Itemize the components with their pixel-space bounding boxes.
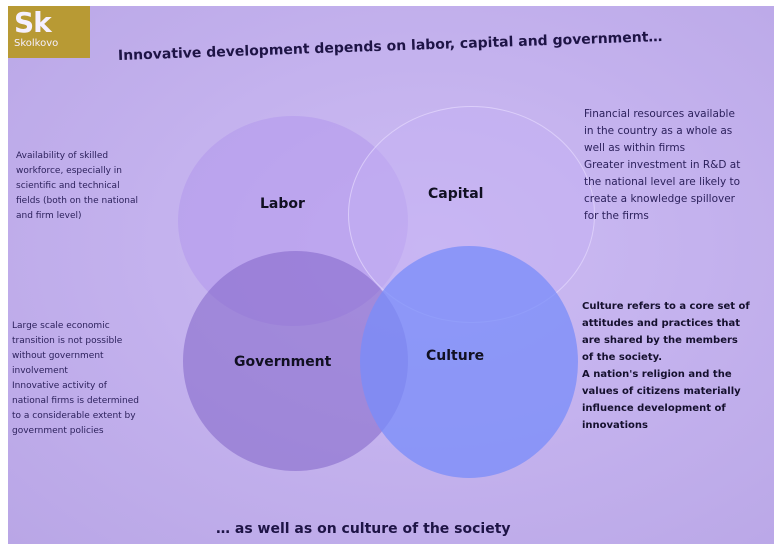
- culture-text-line: influence development of: [582, 403, 726, 414]
- culture-label: Culture: [426, 348, 485, 364]
- capital-text-line: Greater investment in R&D at: [584, 159, 741, 171]
- labor-text-line: fields (both on the national: [16, 196, 138, 206]
- culture-description: Culture refers to a core set of attitude…: [582, 298, 750, 434]
- culture-text-line: of the society.: [582, 352, 663, 363]
- government-text-line: national firms is determined: [12, 396, 139, 406]
- culture-text-line: values of citizens materially: [582, 386, 741, 397]
- government-text-line: Innovative activity of: [12, 381, 107, 391]
- slide: Sk Skolkovo Innovative development depen…: [8, 6, 774, 544]
- logo-name: Skolkovo: [14, 38, 59, 49]
- culture-circle: [360, 246, 578, 478]
- labor-text-line: workforce, especially in: [16, 166, 122, 176]
- culture-text-line: attitudes and practices that: [582, 318, 741, 329]
- government-label: Government: [234, 354, 332, 370]
- slide-title: Innovative development depends on labor,…: [117, 28, 663, 64]
- culture-text-line: innovations: [582, 420, 648, 431]
- capital-text-line: for the firms: [584, 210, 649, 222]
- government-description: Large scale economic transition is not p…: [12, 319, 139, 439]
- culture-text-line: A nation's religion and the: [582, 369, 732, 380]
- labor-text-line: scientific and technical: [16, 181, 120, 191]
- capital-text-line: in the country as a whole as: [584, 125, 733, 137]
- capital-text-line: well as within firms: [584, 142, 686, 154]
- capital-description: Financial resources available in the cou…: [584, 106, 740, 225]
- government-text-line: Large scale economic: [12, 321, 110, 331]
- government-text-line: government policies: [12, 426, 104, 436]
- labor-label: Labor: [260, 196, 305, 212]
- slide-footer: … as well as on culture of the society: [216, 521, 511, 537]
- government-text-line: transition is not possible: [12, 336, 123, 346]
- culture-text-line: Culture refers to a core set of: [582, 301, 750, 312]
- government-text-line: without government: [12, 351, 104, 361]
- government-text-line: involvement: [12, 366, 68, 376]
- capital-text-line: create a knowledge spillover: [584, 193, 735, 205]
- skolkovo-logo: Sk Skolkovo: [8, 6, 90, 58]
- labor-text-line: Availability of skilled: [16, 151, 109, 161]
- capital-label: Capital: [428, 186, 484, 202]
- capital-text-line: the national level are likely to: [584, 176, 741, 188]
- culture-text-line: are shared by the members: [582, 335, 738, 346]
- logo-mark: Sk: [14, 6, 52, 39]
- labor-description: Availability of skilled workforce, espec…: [16, 149, 138, 224]
- labor-text-line: and firm level): [16, 211, 82, 221]
- capital-text-line: Financial resources available: [584, 108, 735, 120]
- government-text-line: to a considerable extent by: [12, 411, 136, 421]
